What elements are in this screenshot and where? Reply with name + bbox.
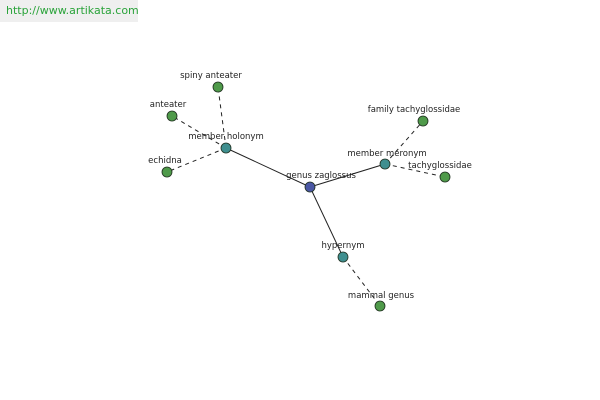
node-family-tachyglossidae[interactable] xyxy=(417,115,429,127)
label-echidna: echidna xyxy=(148,156,182,166)
node-member-meronym[interactable] xyxy=(379,158,391,170)
labels-layer: member holonym member meronym hypernym spin… xyxy=(148,71,472,301)
nodes-layer xyxy=(161,81,451,312)
edge-center-to-member-meronym xyxy=(309,163,386,188)
label-member-meronym: member meronym xyxy=(347,149,426,159)
edge-member-meronym-to-tachyglossidae xyxy=(384,163,446,178)
label-tachyglossidae: tachyglossidae xyxy=(408,161,472,171)
node-hypernym[interactable] xyxy=(337,251,349,263)
watermark-url: http://www.artikata.com xyxy=(0,0,139,22)
label-anteater: anteater xyxy=(150,100,187,110)
node-spiny-anteater[interactable] xyxy=(212,81,224,93)
label-spiny-anteater: spiny anteater xyxy=(180,71,242,81)
edge-hypernym-to-mammal-genus xyxy=(342,256,381,307)
edge-center-to-hypernym xyxy=(309,186,344,258)
edges-layer xyxy=(166,86,446,307)
edge-member-holonym-to-echidna xyxy=(166,147,227,173)
label-member-holonym: member holonym xyxy=(188,132,263,142)
node-anteater[interactable] xyxy=(166,110,178,122)
label-hypernym: hypernym xyxy=(321,241,364,251)
edge-member-holonym-to-spiny-anteater xyxy=(217,86,227,149)
edge-member-meronym-to-family-tachyglossidae xyxy=(384,120,424,165)
label-mammal-genus: mammal genus xyxy=(348,291,415,301)
node-member-holonym[interactable] xyxy=(220,142,232,154)
edge-member-holonym-to-anteater xyxy=(171,115,227,149)
node-echidna[interactable] xyxy=(161,166,173,178)
label-center: genus zaglossus xyxy=(286,171,356,181)
edge-center-to-member-holonym xyxy=(225,147,311,188)
node-center[interactable] xyxy=(304,181,316,193)
node-tachyglossidae[interactable] xyxy=(439,171,451,183)
label-family-tachyglossidae: family tachyglossidae xyxy=(368,105,461,115)
node-mammal-genus[interactable] xyxy=(374,300,386,312)
